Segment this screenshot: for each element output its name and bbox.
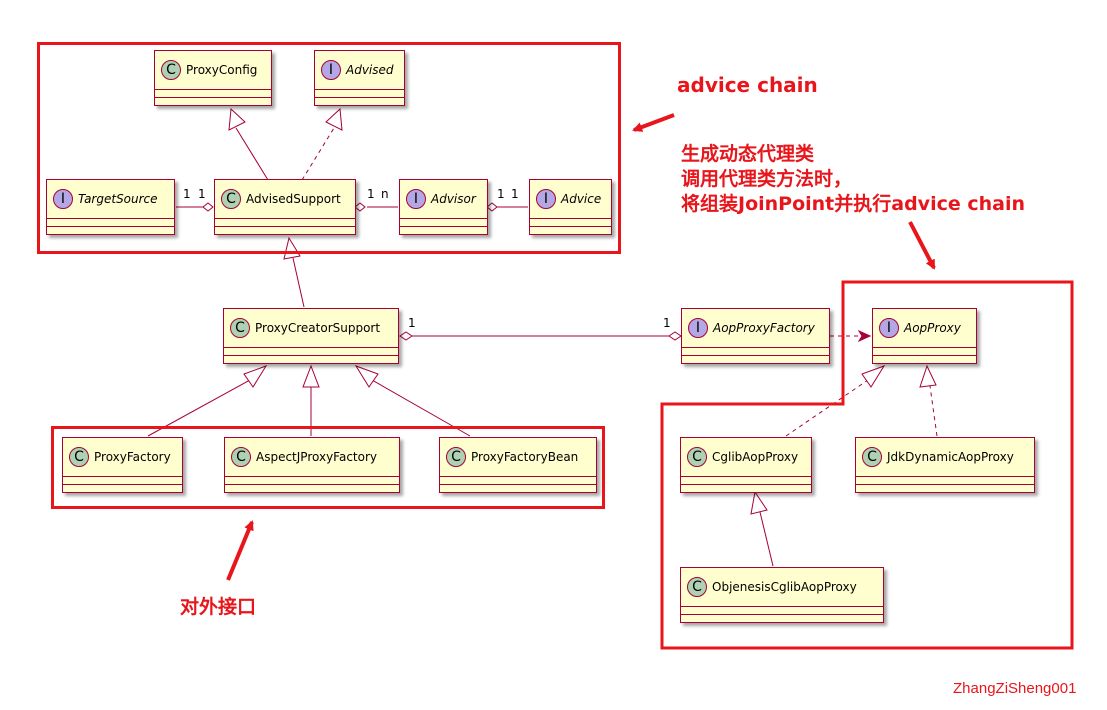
class-stereotype-icon: C bbox=[161, 60, 181, 80]
multiplicity-label: 1 bbox=[497, 187, 505, 201]
edge-advisedsupport-advised bbox=[301, 127, 335, 181]
multiplicity-label: 1 bbox=[367, 187, 375, 201]
arrow-advice-chain bbox=[632, 113, 675, 132]
interface-name: Advice bbox=[561, 192, 602, 206]
generalization-arrowhead bbox=[302, 364, 320, 388]
annotation-line: 生成动态代理类 bbox=[681, 143, 815, 165]
interface-stereotype-icon: I bbox=[53, 189, 73, 209]
interface-advisor: I Advisor bbox=[399, 179, 488, 235]
class-objenesiscglibaopproxy: C ObjenesisCglibAopProxy bbox=[680, 567, 884, 623]
class-stereotype-icon: C bbox=[230, 318, 250, 338]
annotation-dynamic-proxy: 生成动态代理类 调用代理类方法时， 将组装JoinPoint并执行advice … bbox=[681, 142, 1025, 217]
edge-jdk-aopproxy bbox=[929, 385, 938, 437]
generalization-arrowhead bbox=[750, 490, 768, 515]
class-name: CglibAopProxy bbox=[712, 450, 799, 464]
multiplicity-label: 1 bbox=[511, 187, 519, 201]
class-name: ProxyCreatorSupport bbox=[255, 321, 381, 335]
class-stereotype-icon: C bbox=[446, 447, 466, 467]
class-proxyfactory: C ProxyFactory bbox=[62, 437, 183, 493]
aggregation-diamond bbox=[486, 202, 498, 212]
interface-stereotype-icon: I bbox=[406, 189, 426, 209]
aggregation-diamond bbox=[668, 331, 682, 341]
interface-name: Advised bbox=[346, 63, 394, 77]
realization-arrowhead bbox=[919, 364, 937, 388]
frame-proxy-impl bbox=[660, 280, 1074, 650]
multiplicity-label: 1 bbox=[408, 316, 416, 330]
frame-advice-chain bbox=[37, 42, 621, 254]
aggregation-diamond bbox=[202, 202, 214, 212]
interface-name: TargetSource bbox=[78, 192, 158, 206]
watermark: ZhangZiSheng001 bbox=[953, 680, 1077, 697]
interface-stereotype-icon: I bbox=[879, 318, 899, 338]
class-proxyconfig: C ProxyConfig bbox=[154, 50, 272, 106]
interface-aopproxyfactory: I AopProxyFactory bbox=[681, 308, 830, 364]
aggregation-diamond bbox=[399, 331, 413, 341]
interface-targetsource: I TargetSource bbox=[46, 179, 175, 235]
class-proxycreatorsupport: C ProxyCreatorSupport bbox=[223, 308, 399, 364]
class-name: AdvisedSupport bbox=[246, 192, 341, 206]
generalization-arrowhead bbox=[354, 365, 379, 388]
edge-cglib-aopproxy bbox=[785, 379, 869, 437]
class-advisedsupport: C AdvisedSupport bbox=[214, 179, 356, 235]
dependency-arrowhead bbox=[857, 329, 872, 343]
class-name: AspectJProxyFactory bbox=[256, 450, 378, 464]
arrow-external-interface bbox=[226, 520, 254, 581]
interface-name: AopProxyFactory bbox=[713, 321, 815, 335]
class-aspectjproxyfactory: C AspectJProxyFactory bbox=[224, 437, 400, 493]
class-stereotype-icon: C bbox=[687, 447, 707, 467]
annotation-line: 将组装JoinPoint并执行advice chain bbox=[681, 193, 1025, 215]
class-stereotype-icon: C bbox=[69, 447, 89, 467]
multiplicity-label: 1 bbox=[663, 316, 671, 330]
class-jdkdynamicaopproxy: C JdkDynamicAopProxy bbox=[855, 437, 1035, 493]
edge-objenesis-cglib bbox=[759, 511, 774, 567]
class-stereotype-icon: C bbox=[687, 577, 707, 597]
generalization-arrowhead bbox=[243, 365, 268, 388]
arrow-dynamic-proxy bbox=[908, 221, 936, 270]
interface-advised: I Advised bbox=[314, 50, 405, 106]
class-name: ObjenesisCglibAopProxy bbox=[712, 580, 857, 594]
class-stereotype-icon: C bbox=[862, 447, 882, 467]
edge-proxycreatorsupport-advisedsupport bbox=[292, 257, 305, 308]
multiplicity-label: 1 bbox=[183, 187, 191, 201]
class-name: ProxyConfig bbox=[186, 63, 258, 77]
class-cglibaopproxy: C CglibAopProxy bbox=[680, 437, 812, 493]
interface-stereotype-icon: I bbox=[536, 189, 556, 209]
interface-name: AopProxy bbox=[904, 321, 961, 335]
realization-arrowhead bbox=[325, 107, 343, 131]
interface-name: Advisor bbox=[431, 192, 476, 206]
generalization-arrowhead bbox=[228, 107, 246, 131]
realization-arrowhead bbox=[861, 365, 886, 388]
annotation-line: 调用代理类方法时， bbox=[681, 168, 853, 190]
aggregation-diamond bbox=[354, 202, 366, 212]
multiplicity-label: 1 bbox=[198, 187, 206, 201]
multiplicity-label: n bbox=[381, 187, 389, 201]
class-name: JdkDynamicAopProxy bbox=[887, 450, 1014, 464]
class-name: ProxyFactoryBean bbox=[471, 450, 579, 464]
interface-advice: I Advice bbox=[529, 179, 612, 235]
class-stereotype-icon: C bbox=[221, 189, 241, 209]
frame-external-interface bbox=[51, 426, 605, 509]
annotation-advice-chain: advice chain bbox=[677, 73, 818, 97]
edge-advisedsupport-proxyconfig bbox=[235, 127, 269, 181]
class-stereotype-icon: C bbox=[231, 447, 251, 467]
class-name: ProxyFactory bbox=[94, 450, 171, 464]
interface-aopproxy: I AopProxy bbox=[872, 308, 977, 364]
annotation-external-interface: 对外接口 bbox=[180, 596, 257, 618]
class-proxyfactorybean: C ProxyFactoryBean bbox=[439, 437, 597, 493]
interface-stereotype-icon: I bbox=[688, 318, 708, 338]
interface-stereotype-icon: I bbox=[321, 60, 341, 80]
